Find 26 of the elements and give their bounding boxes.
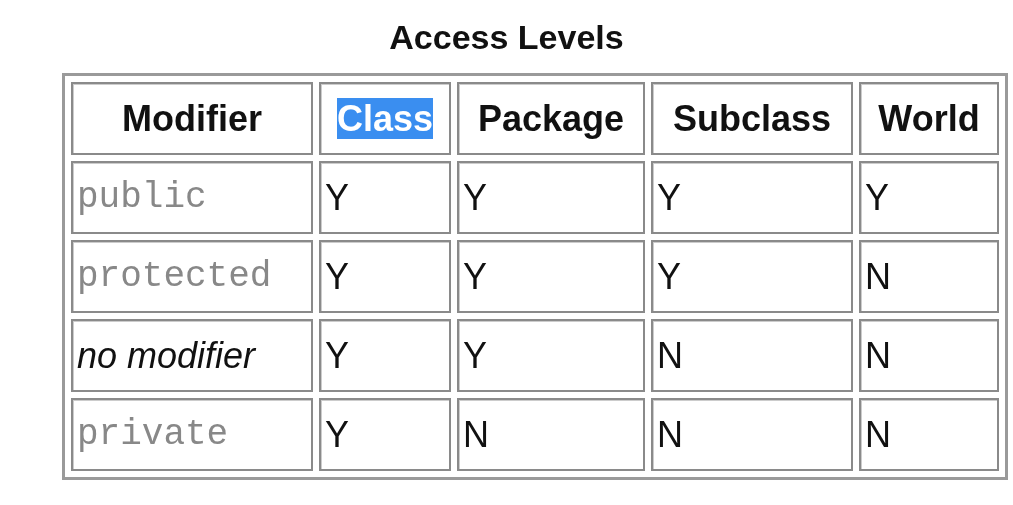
row-header: protected (71, 240, 313, 313)
column-header: Subclass (651, 82, 853, 155)
row-header: public (71, 161, 313, 234)
table-cell: N (457, 398, 645, 471)
table-cell: Y (457, 319, 645, 392)
table-cell: Y (319, 161, 451, 234)
table-title: Access Levels (388, 18, 625, 57)
selected-text: Class (336, 97, 434, 139)
table-cell: Y (319, 398, 451, 471)
table-cell: Y (457, 240, 645, 313)
column-header: Modifier (71, 82, 313, 155)
table-cell: Y (651, 240, 853, 313)
table-cell: N (651, 319, 853, 392)
table-cell: Y (859, 161, 999, 234)
column-header: Package (457, 82, 645, 155)
table-cell: N (859, 240, 999, 313)
table-cell: Y (319, 240, 451, 313)
table-cell: Y (457, 161, 645, 234)
row-header: private (71, 398, 313, 471)
table-cell: N (859, 398, 999, 471)
table-cell: Y (651, 161, 853, 234)
table-cell: N (859, 319, 999, 392)
table-cell: Y (319, 319, 451, 392)
column-header: World (859, 82, 999, 155)
table-cell: N (651, 398, 853, 471)
row-header: no modifier (71, 319, 313, 392)
